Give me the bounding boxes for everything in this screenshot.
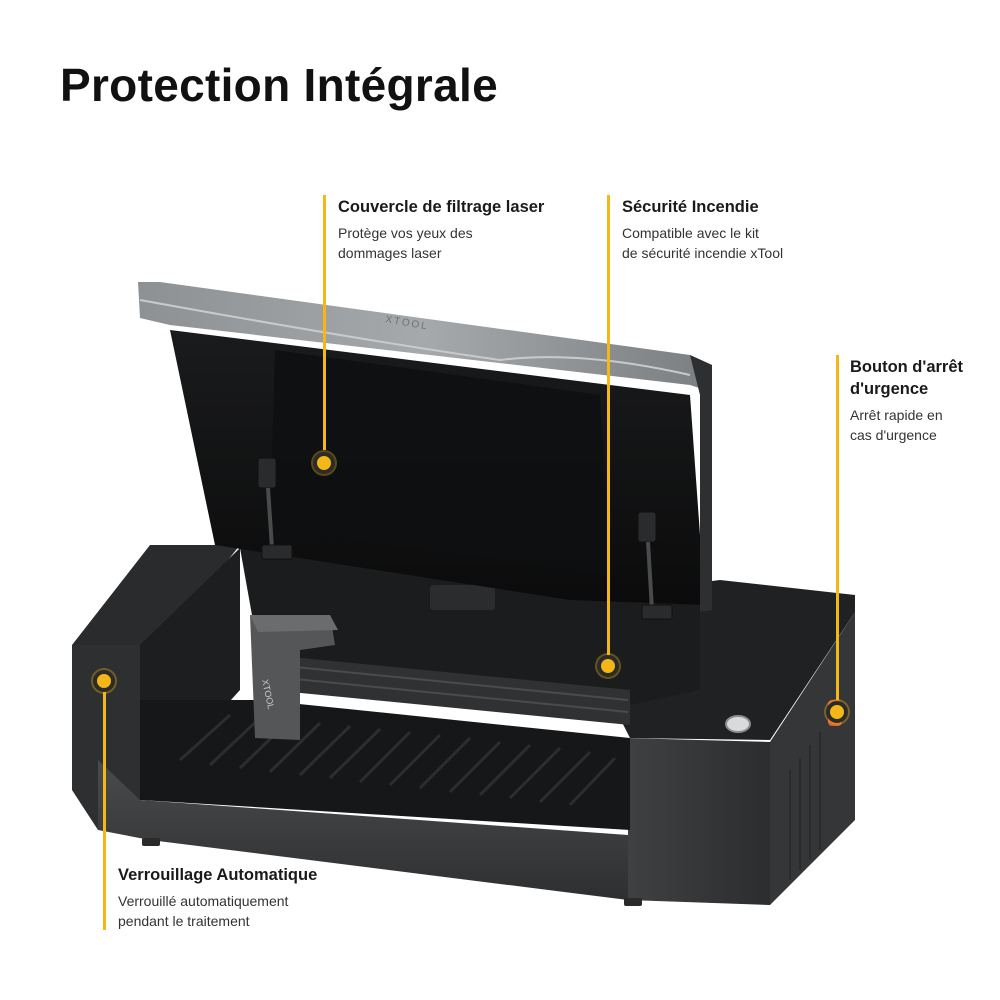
callout-line-lock bbox=[103, 690, 106, 930]
page-title: Protection Intégrale bbox=[60, 59, 498, 111]
callout-line-emergency bbox=[836, 355, 839, 700]
callout-emergency: Bouton d'arrêt d'urgence Arrêt rapide en… bbox=[850, 356, 995, 445]
callout-description: Verrouillé automatiquement pendant le tr… bbox=[118, 893, 289, 929]
body-right-front bbox=[628, 738, 770, 905]
lid-highlight bbox=[139, 299, 691, 376]
lid-window bbox=[270, 350, 610, 575]
laser-head bbox=[250, 615, 335, 740]
hotspot-dot-icon[interactable] bbox=[93, 670, 115, 692]
lid-strut-right bbox=[637, 511, 673, 620]
body-front-panel bbox=[98, 760, 628, 900]
body-left-top bbox=[72, 545, 240, 645]
callout-lid: Couvercle de filtrage laser Protège vos … bbox=[338, 196, 598, 263]
body-left-front bbox=[72, 645, 140, 830]
callout-description: Arrêt rapide en cas d'urgence bbox=[850, 407, 943, 443]
callout-heading: Bouton d'arrêt d'urgence bbox=[850, 358, 964, 398]
lid-right-edge bbox=[690, 355, 712, 612]
callout-fire: Sécurité Incendie Compatible avec le kit… bbox=[622, 196, 882, 263]
callout-heading: Sécurité Incendie bbox=[622, 198, 759, 216]
callout-heading: Verrouillage Automatique bbox=[118, 866, 318, 884]
callout-lock: Verrouillage Automatique Verrouillé auto… bbox=[118, 864, 418, 931]
body-right-side bbox=[770, 612, 855, 905]
hotspot-dot-icon[interactable] bbox=[313, 452, 335, 474]
side-vent bbox=[789, 732, 821, 880]
callout-heading: Couvercle de filtrage laser bbox=[338, 198, 545, 216]
lid-top bbox=[138, 282, 712, 392]
foot-left bbox=[142, 838, 160, 846]
hotspot-dot-icon[interactable] bbox=[826, 701, 848, 723]
honeycomb-slats bbox=[178, 713, 617, 807]
gantry-rail-lines bbox=[274, 664, 629, 713]
callout-description: Protège vos yeux des dommages laser bbox=[338, 225, 473, 261]
power-button-art bbox=[725, 715, 751, 733]
hotspot-dot-icon[interactable] bbox=[597, 655, 619, 677]
foot-right bbox=[624, 898, 642, 906]
callout-line-lid bbox=[323, 195, 326, 450]
callout-description: Compatible avec le kit de sécurité incen… bbox=[622, 225, 784, 261]
center-bracket bbox=[430, 585, 495, 610]
lid-strut-left bbox=[257, 457, 293, 560]
callout-line-fire bbox=[607, 195, 610, 655]
